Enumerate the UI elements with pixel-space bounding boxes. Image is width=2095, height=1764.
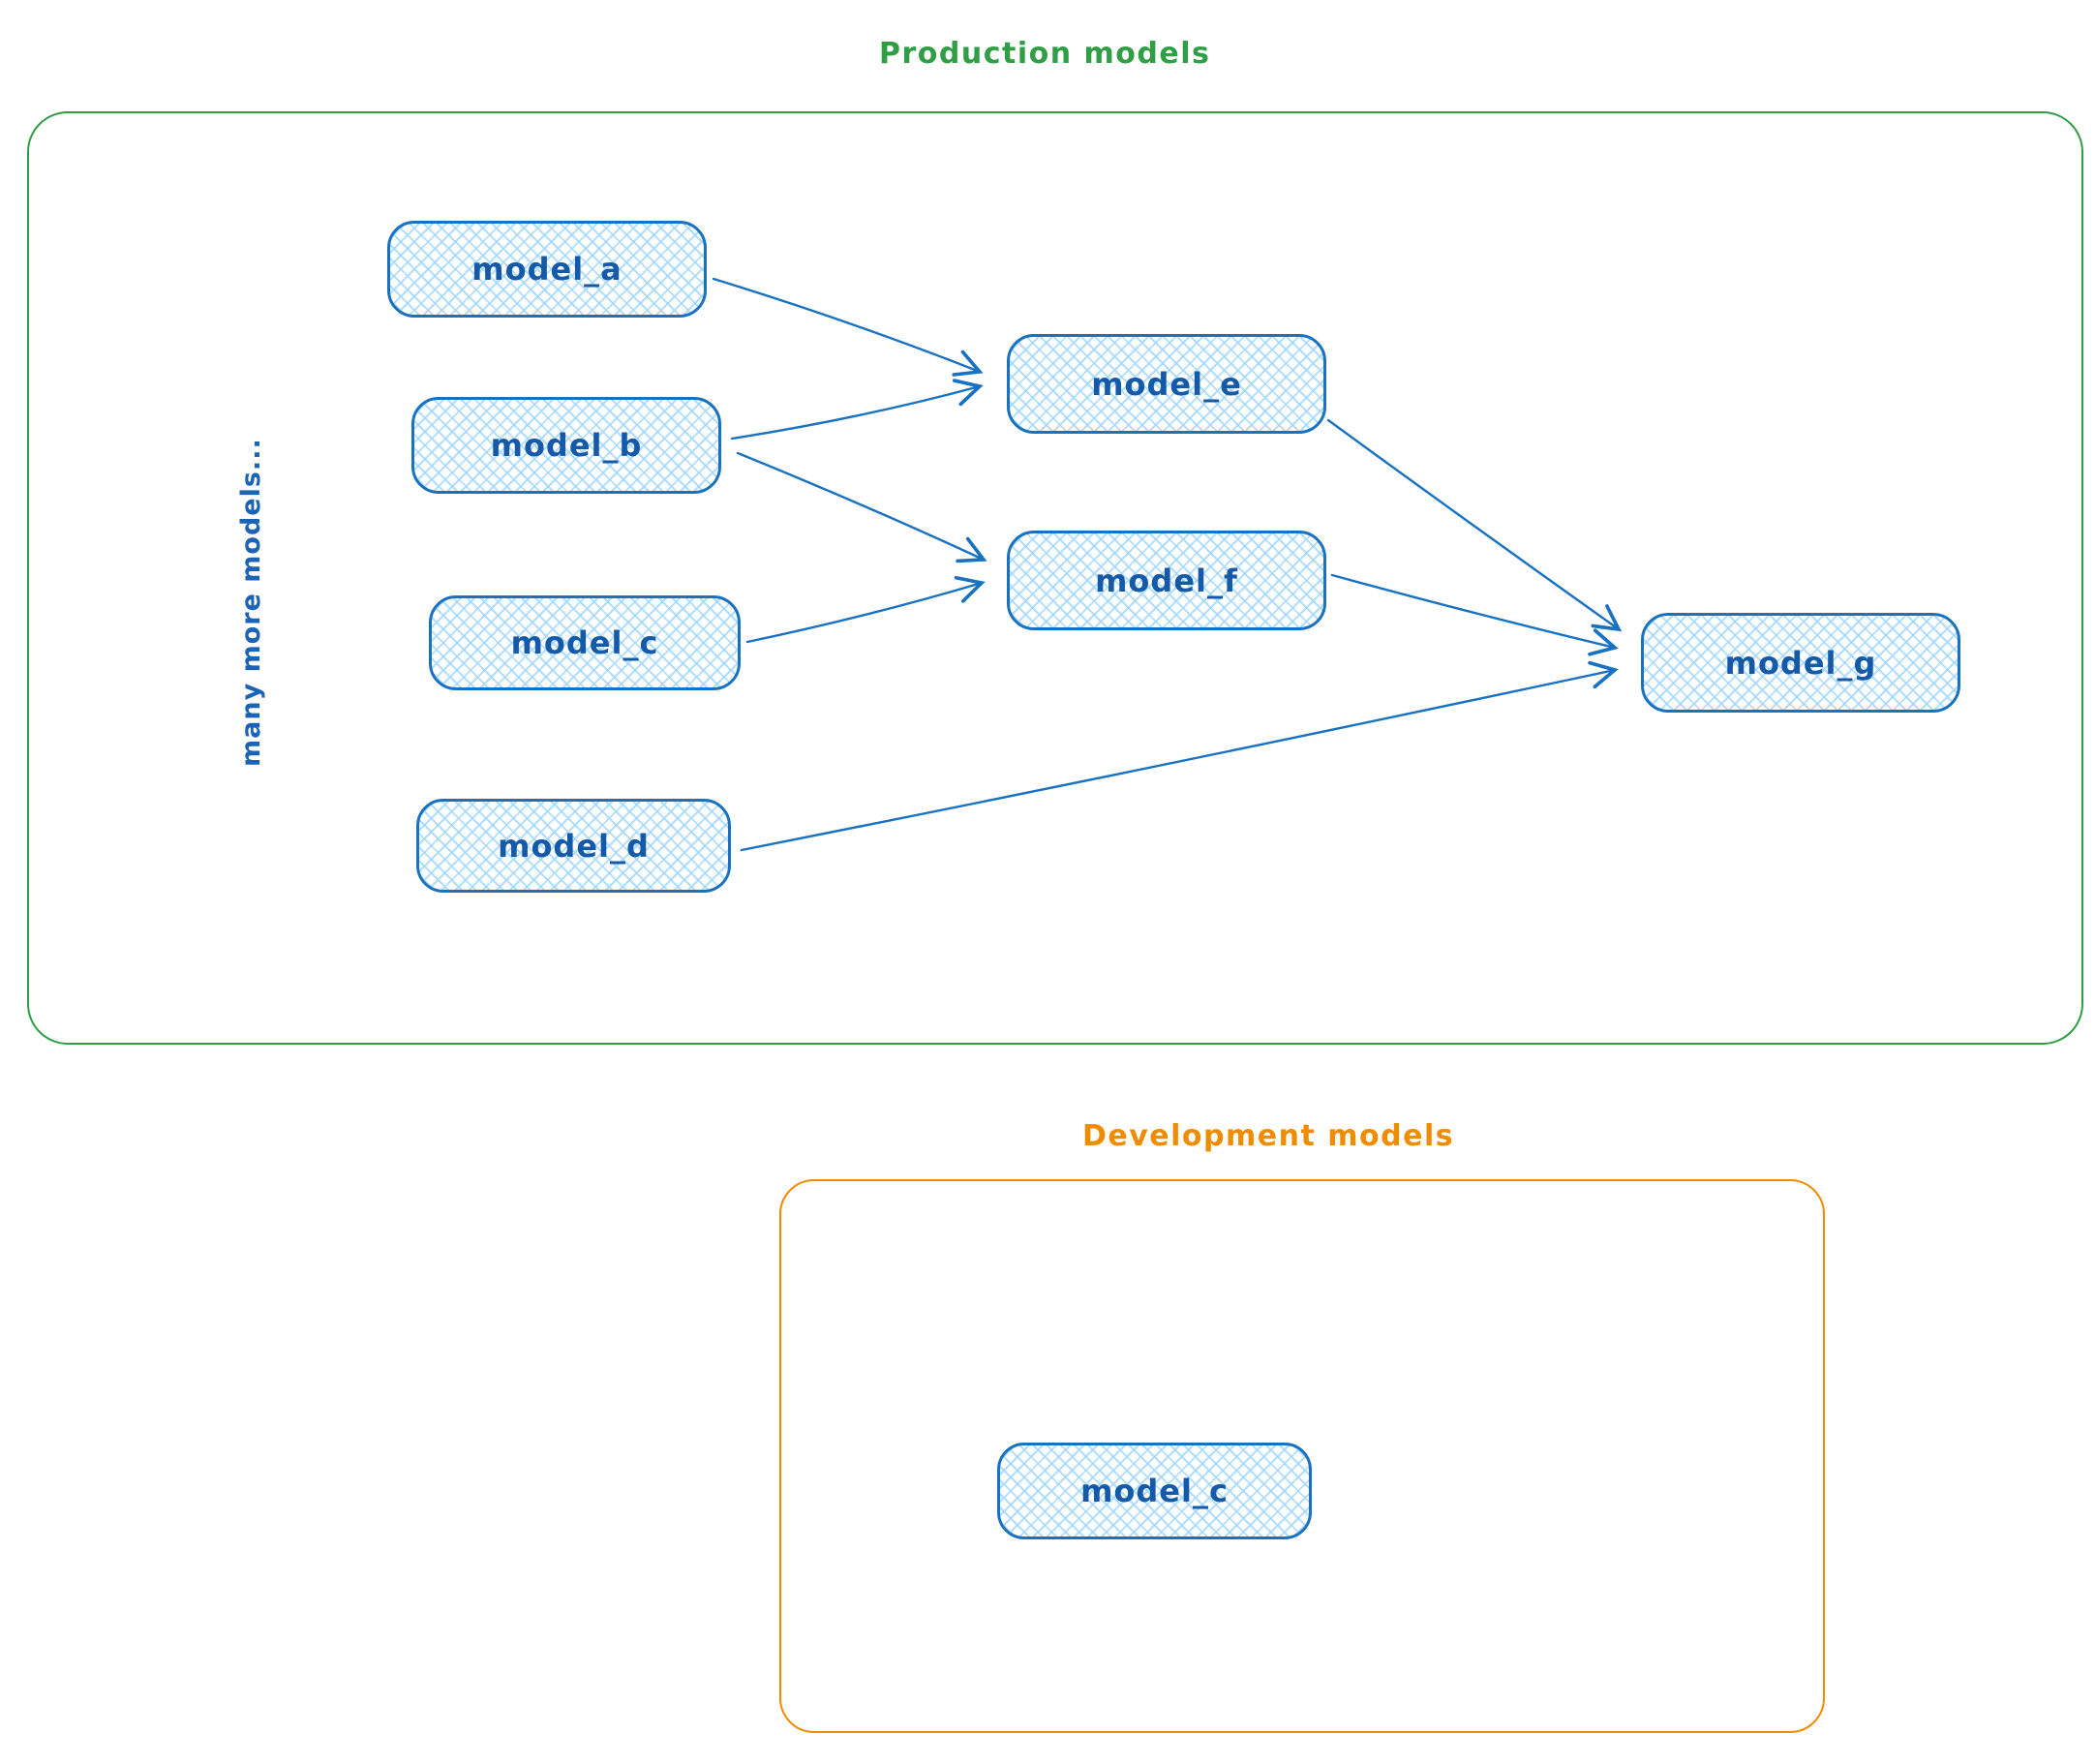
node-model-b-label: model_b <box>490 427 643 464</box>
node-model-f: model_f <box>1007 531 1326 630</box>
node-model-c: model_c <box>429 595 741 690</box>
node-model-g-label: model_g <box>1724 644 1877 682</box>
node-model-e: model_e <box>1007 334 1326 434</box>
node-model-d: model_d <box>416 799 731 893</box>
node-model-a-label: model_a <box>471 251 622 288</box>
node-model-e-label: model_e <box>1091 365 1242 403</box>
node-model-f-label: model_f <box>1095 562 1238 599</box>
development-group-box <box>779 1179 1825 1733</box>
node-dev-model-c: model_c <box>997 1443 1312 1539</box>
node-dev-model-c-label: model_c <box>1080 1473 1229 1509</box>
node-model-b: model_b <box>411 397 721 494</box>
many-more-models-label: many more models... <box>236 438 266 767</box>
development-group-title: Development models <box>1082 1119 1455 1153</box>
node-model-c-label: model_c <box>510 624 659 661</box>
production-group-box <box>27 111 2083 1045</box>
node-model-g: model_g <box>1641 613 1960 713</box>
node-model-d-label: model_d <box>498 827 650 865</box>
production-group-title: Production models <box>879 37 1211 71</box>
node-model-a: model_a <box>387 221 707 318</box>
